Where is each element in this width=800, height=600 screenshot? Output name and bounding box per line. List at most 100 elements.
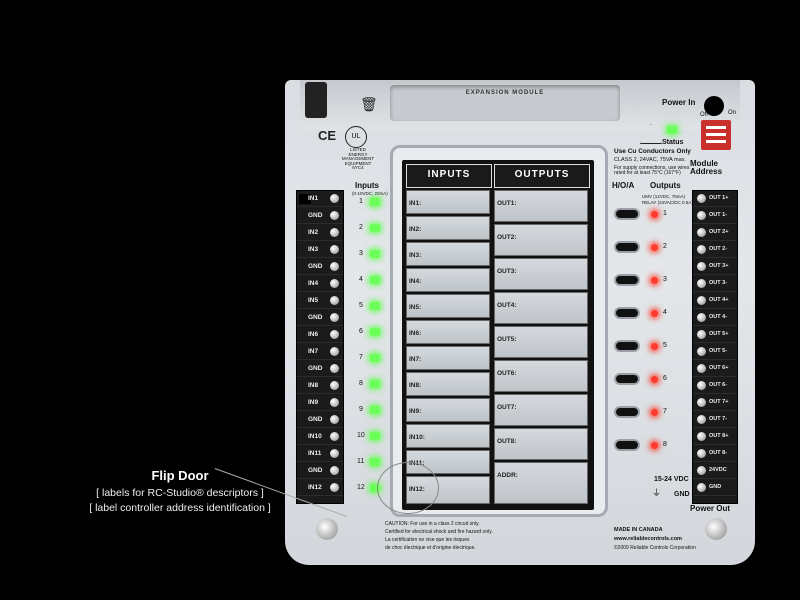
power-off-label: Off xyxy=(700,112,708,118)
power-out-label: Power Out xyxy=(690,504,731,513)
terminal-label: OUT 5- xyxy=(709,348,728,354)
terminal-screw[interactable] xyxy=(330,296,339,305)
inputs-label: Inputs xyxy=(355,181,379,190)
input-led xyxy=(370,380,380,388)
input-label-cell[interactable]: IN1: xyxy=(406,190,490,214)
terminal-screw[interactable] xyxy=(330,194,339,203)
terminal-label: GND xyxy=(308,314,323,321)
input-label-cell[interactable]: IN2: xyxy=(406,216,490,240)
terminal-screw[interactable] xyxy=(330,432,339,441)
terminal-screw[interactable] xyxy=(330,245,339,254)
input-number: 7 xyxy=(359,354,363,361)
conductors-note: Use Cu Conductors Only xyxy=(614,148,691,155)
output-label-cell[interactable]: OUT2: xyxy=(494,224,588,256)
input-led xyxy=(370,276,380,284)
output-number: 7 xyxy=(663,408,667,415)
terminal-screw[interactable] xyxy=(330,466,339,475)
caution-line: de choc électrique et d'origine électriq… xyxy=(385,545,476,551)
output-label-cell[interactable]: OUT5: xyxy=(494,326,588,358)
output-led xyxy=(651,310,658,317)
hoa-switch[interactable] xyxy=(616,408,638,416)
terminal-screw[interactable] xyxy=(330,330,339,339)
terminal-screw[interactable] xyxy=(697,432,706,441)
terminal-screw[interactable] xyxy=(330,279,339,288)
terminal-screw[interactable] xyxy=(697,296,706,305)
terminal-label: IN7 xyxy=(308,348,319,355)
terminal-screw[interactable] xyxy=(697,279,706,288)
terminal-label: OUT 8+ xyxy=(709,433,729,439)
terminal-screw[interactable] xyxy=(330,211,339,220)
terminal-screw[interactable] xyxy=(330,347,339,356)
terminal-screw[interactable] xyxy=(330,449,339,458)
terminal-screw[interactable] xyxy=(697,262,706,271)
address-dip-switch[interactable] xyxy=(701,120,731,150)
output-label-cell[interactable]: OUT8: xyxy=(494,428,588,460)
input-label-cell[interactable]: IN5: xyxy=(406,294,490,318)
input-label-cell[interactable]: IN7: xyxy=(406,346,490,370)
hoa-label: H/O/A xyxy=(612,181,635,190)
hoa-switch[interactable] xyxy=(616,342,638,350)
hoa-switch[interactable] xyxy=(616,276,638,284)
terminal-screw[interactable] xyxy=(697,449,706,458)
terminal-screw[interactable] xyxy=(697,211,706,220)
output-label-cell[interactable]: OUT1: xyxy=(494,190,588,222)
terminal-screw[interactable] xyxy=(330,398,339,407)
input-led xyxy=(370,198,380,206)
input-number: 8 xyxy=(359,380,363,387)
hoa-switch[interactable] xyxy=(616,309,638,317)
output-label-cell[interactable]: OUT4: xyxy=(494,292,588,324)
terminal-screw[interactable] xyxy=(697,330,706,339)
input-number: 2 xyxy=(359,224,363,231)
terminal-screw[interactable] xyxy=(330,313,339,322)
terminal-screw[interactable] xyxy=(697,228,706,237)
terminal-screw[interactable] xyxy=(697,381,706,390)
terminal-label: OUT 2- xyxy=(709,246,728,252)
terminal-label: IN4 xyxy=(308,280,319,287)
output-label-cell[interactable]: OUT3: xyxy=(494,258,588,290)
hoa-switch[interactable] xyxy=(616,375,638,383)
terminal-label: OUT 5+ xyxy=(709,331,729,337)
terminal-screw[interactable] xyxy=(330,228,339,237)
terminal-screw[interactable] xyxy=(697,415,706,424)
input-label-cell[interactable]: IN3: xyxy=(406,242,490,266)
terminal-screw[interactable] xyxy=(697,466,706,475)
top-left-switch[interactable] xyxy=(305,82,327,118)
address-label-cell[interactable]: ADDR: xyxy=(494,462,588,504)
input-label-cell[interactable]: IN10: xyxy=(406,424,490,448)
supply-note: For supply connections, use wires rated … xyxy=(614,165,690,176)
terminal-screw[interactable] xyxy=(697,347,706,356)
relay-note: RELAY (24VAC/DC 0.5A) xyxy=(642,200,693,205)
annotation-title: Flip Door xyxy=(151,468,209,483)
terminal-screw[interactable] xyxy=(330,415,339,424)
input-number: 9 xyxy=(359,406,363,413)
terminal-label: GND xyxy=(308,212,323,219)
input-label-cell[interactable]: IN8: xyxy=(406,372,490,396)
input-led xyxy=(370,484,380,492)
terminal-screw[interactable] xyxy=(697,483,706,492)
terminal-screw[interactable] xyxy=(330,262,339,271)
input-label-cell[interactable]: IN9: xyxy=(406,398,490,422)
hoa-switch[interactable] xyxy=(616,210,638,218)
hoa-switch[interactable] xyxy=(616,243,638,251)
caution-line: Certified for electrical shock and fire … xyxy=(385,529,493,535)
terminal-label: IN6 xyxy=(308,331,319,338)
terminal-screw[interactable] xyxy=(697,313,706,322)
mounting-screw-left xyxy=(316,518,338,540)
terminal-screw[interactable] xyxy=(697,398,706,407)
terminal-screw[interactable] xyxy=(330,381,339,390)
power-switch[interactable] xyxy=(704,96,724,116)
terminal-screw[interactable] xyxy=(330,483,339,492)
output-label-cell[interactable]: OUT6: xyxy=(494,360,588,392)
input-label-cell[interactable]: IN6: xyxy=(406,320,490,344)
input-number: 11 xyxy=(357,458,365,465)
terminal-screw[interactable] xyxy=(330,364,339,373)
input-label-cell[interactable]: IN4: xyxy=(406,268,490,292)
terminal-screw[interactable] xyxy=(697,194,706,203)
terminal-screw[interactable] xyxy=(697,364,706,373)
terminal-screw[interactable] xyxy=(697,245,706,254)
terminal-label: GND xyxy=(308,467,323,474)
terminal-label: OUT 8- xyxy=(709,450,728,456)
module-address-label: Module Address xyxy=(690,159,723,176)
output-label-cell[interactable]: OUT7: xyxy=(494,394,588,426)
hoa-switch[interactable] xyxy=(616,441,638,449)
